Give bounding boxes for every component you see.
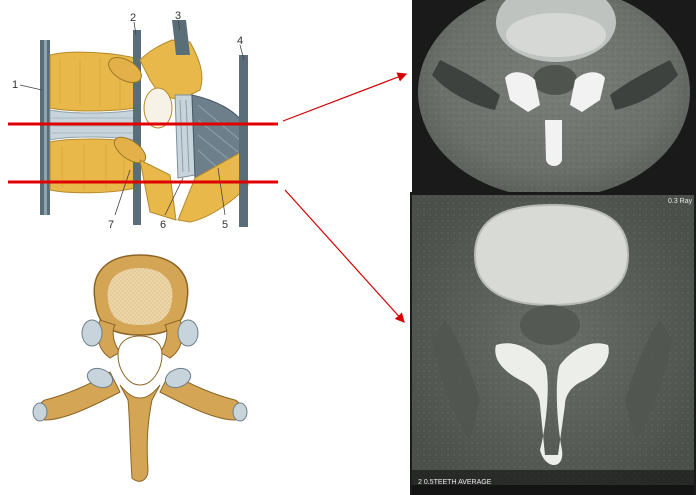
- ct-scan-upper-level: [412, 0, 696, 198]
- ct-lower-canal: [520, 305, 580, 345]
- label-5: 5: [222, 219, 228, 231]
- cancellous-bone: [108, 268, 173, 325]
- right-transverse-tip: [233, 403, 247, 421]
- posterior-ligament: [133, 30, 141, 225]
- correspondence-arrows: [283, 74, 406, 322]
- supraspinous-ligament: [239, 55, 248, 227]
- label-6: 6: [160, 219, 166, 231]
- ct-lower-vertebral-body: [475, 205, 628, 305]
- ct-scan-lower-level: 0.3 Ray 2 0.5TEETH AVERAGE: [410, 192, 696, 495]
- spinous-process: [120, 385, 160, 481]
- ct-upper-spinous: [545, 120, 562, 166]
- intervertebral-foramen: [144, 88, 172, 128]
- label-1: 1: [12, 79, 18, 91]
- ct-corner-label: 0.3 Ray: [668, 198, 693, 205]
- left-transverse-tip: [33, 403, 47, 421]
- arrow-to-lower-ct: [285, 190, 404, 322]
- ct-upper-disc-core: [506, 13, 606, 57]
- right-superior-facet: [178, 320, 198, 346]
- arrow-to-upper-ct: [283, 74, 406, 121]
- anterior-ligament-highlight: [44, 40, 47, 215]
- ct-footer-text: 2 0.5TEETH AVERAGE: [418, 479, 492, 486]
- axial-vertebra-illustration: [33, 255, 247, 481]
- label-2: 2: [130, 12, 136, 24]
- left-superior-facet: [82, 320, 102, 346]
- label-4: 4: [237, 35, 243, 47]
- ct-upper-canal: [533, 65, 577, 95]
- label-7: 7: [108, 219, 114, 231]
- lateral-spine-diagram: 1 2 3 4 5 6 7: [0, 0, 290, 240]
- vertebral-foramen: [118, 336, 162, 385]
- label-3: 3: [175, 10, 181, 22]
